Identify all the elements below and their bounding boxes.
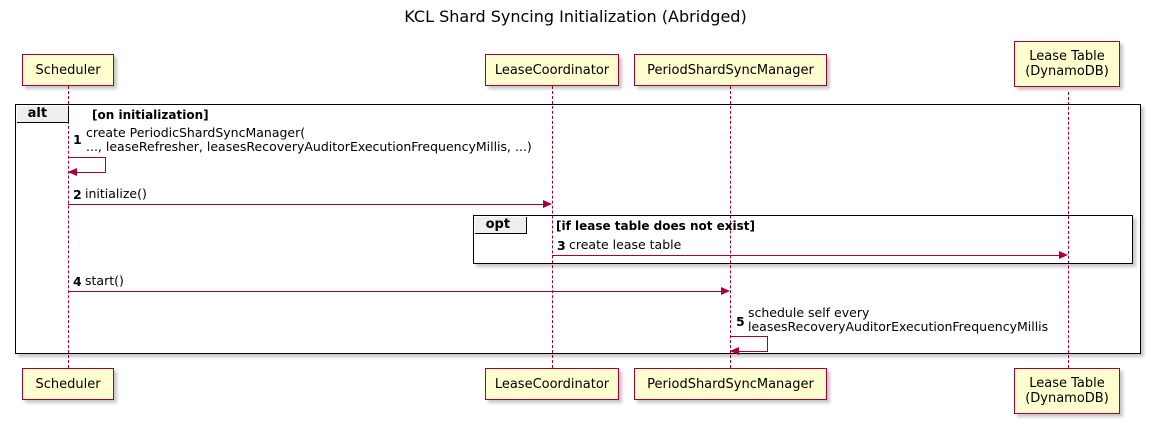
message-1-seq: 1 bbox=[73, 132, 82, 147]
lifeline-lease-coordinator bbox=[552, 86, 553, 368]
message-5-label: schedule self every leasesRecoveryAudito… bbox=[748, 305, 1049, 334]
fragment-opt-kind-label: opt bbox=[485, 217, 511, 233]
fragment-opt bbox=[473, 215, 1133, 264]
message-5-seq: 5 bbox=[736, 314, 745, 329]
message-4-line bbox=[68, 291, 721, 292]
participant-lease-coordinator-bottom[interactable]: LeaseCoordinator bbox=[485, 368, 619, 400]
message-5-arrowhead bbox=[730, 347, 739, 355]
lifeline-lease-table bbox=[1068, 92, 1069, 368]
diagram-title: KCL Shard Syncing Initialization (Abridg… bbox=[404, 7, 747, 26]
participant-scheduler-bottom[interactable]: Scheduler bbox=[22, 368, 114, 400]
participant-lease-table-top[interactable]: Lease Table (DynamoDB) bbox=[1014, 41, 1120, 87]
message-1-label: create PeriodicShardSyncManager( ..., le… bbox=[86, 125, 532, 154]
lifeline-period-shard-sync-manager bbox=[730, 86, 731, 368]
message-5-line-side bbox=[767, 336, 768, 352]
participant-period-shard-sync-manager-top[interactable]: PeriodShardSyncManager bbox=[634, 54, 827, 86]
message-4-seq: 4 bbox=[73, 274, 82, 289]
message-2-line bbox=[68, 204, 543, 205]
fragment-alt-kind-label: alt bbox=[27, 106, 48, 122]
message-1-line-bottom bbox=[68, 172, 106, 173]
message-3-seq: 3 bbox=[557, 238, 566, 253]
message-1-line-side bbox=[105, 157, 106, 173]
message-5-line-top bbox=[730, 336, 768, 337]
lifeline-scheduler bbox=[68, 86, 69, 368]
fragment-alt-tab: alt bbox=[16, 105, 69, 123]
fragment-opt-condition: [if lease table does not exist] bbox=[556, 219, 756, 233]
participant-lease-coordinator-top[interactable]: LeaseCoordinator bbox=[485, 54, 619, 86]
message-2-label: initialize() bbox=[85, 186, 147, 201]
message-5-line-bottom bbox=[730, 351, 768, 352]
fragment-alt bbox=[15, 104, 1141, 354]
message-2-arrowhead bbox=[543, 200, 552, 208]
message-1-arrowhead bbox=[68, 168, 77, 176]
participant-scheduler-top[interactable]: Scheduler bbox=[22, 54, 114, 86]
message-2-seq: 2 bbox=[73, 187, 82, 202]
message-3-label: create lease table bbox=[569, 237, 682, 252]
participant-lease-table-bottom[interactable]: Lease Table (DynamoDB) bbox=[1014, 368, 1120, 414]
message-3-line bbox=[552, 255, 1060, 256]
fragment-alt-condition: [on initialization] bbox=[92, 108, 209, 122]
message-4-arrowhead bbox=[721, 287, 730, 295]
message-3-arrowhead bbox=[1059, 251, 1068, 259]
message-4-label: start() bbox=[85, 273, 124, 288]
fragment-opt-tab: opt bbox=[474, 216, 527, 234]
message-1-line-top bbox=[68, 157, 106, 158]
participant-period-shard-sync-manager-bottom[interactable]: PeriodShardSyncManager bbox=[634, 368, 827, 400]
